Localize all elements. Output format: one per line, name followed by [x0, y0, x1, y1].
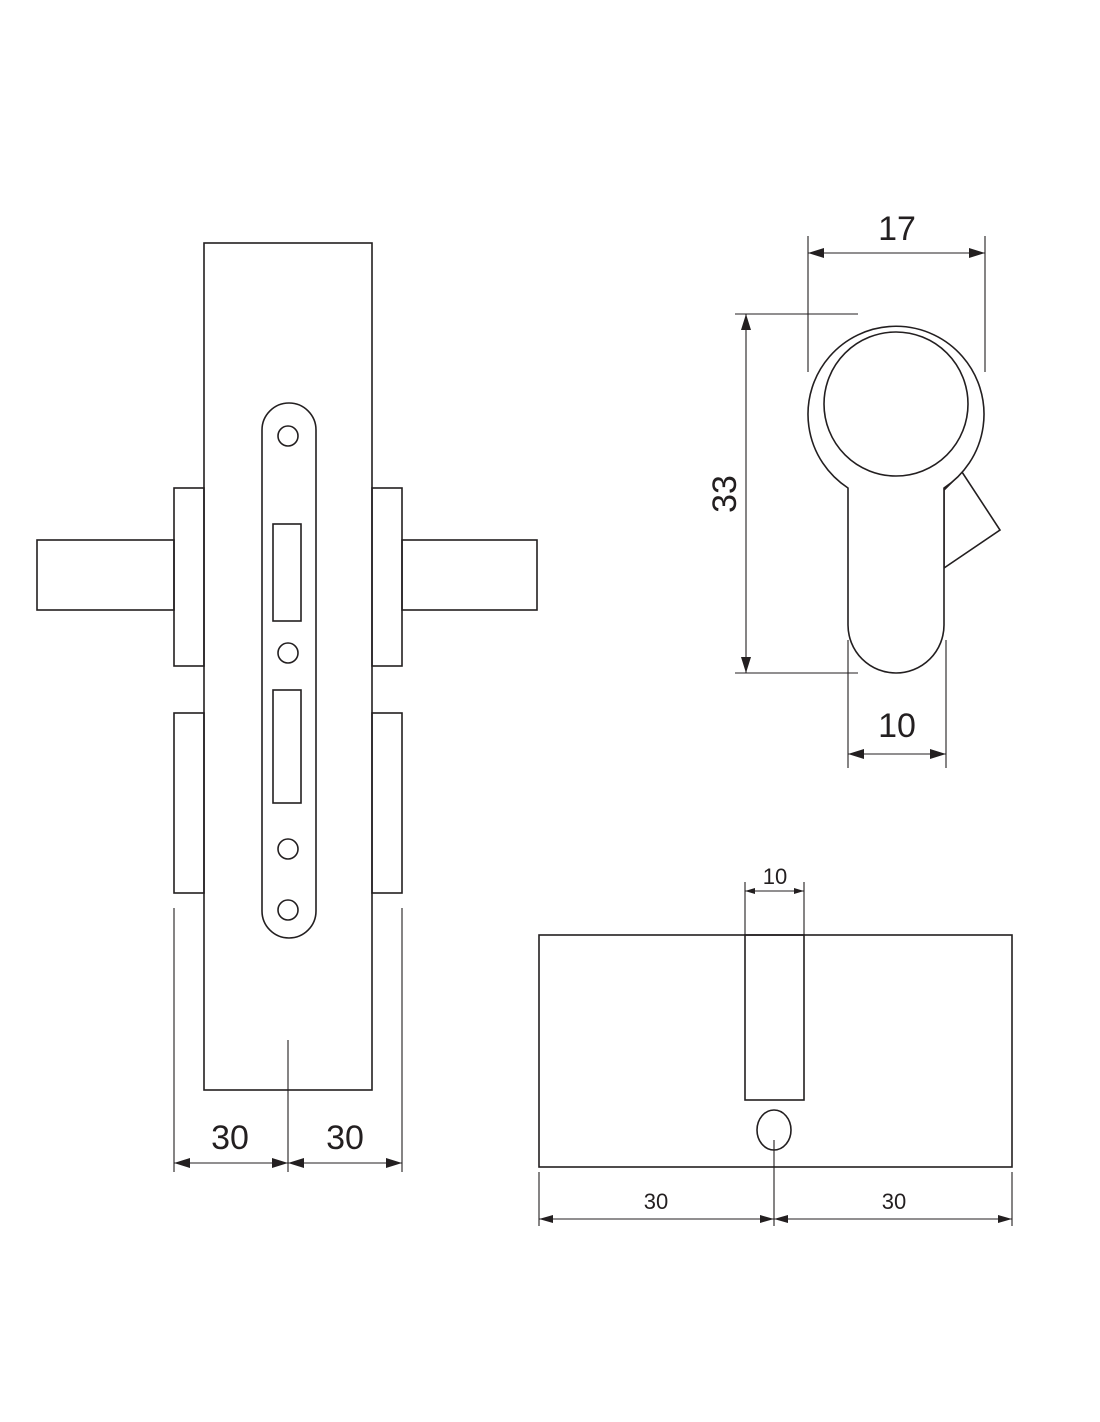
profile-width-dimension: 17 [807, 210, 986, 372]
profile-height-label: 33 [706, 475, 744, 513]
faceplate-bottom-screw-hole [277, 899, 299, 921]
cylinder-cam-dimension: 10 [744, 864, 805, 935]
faceplate-top-screw-hole [277, 425, 299, 447]
lock-width-dimension: 30 30 [173, 908, 403, 1172]
cylinder-length-dimension: 30 30 [538, 1140, 1013, 1226]
right-spindle [401, 539, 538, 611]
faceplate-middle-screw-hole [277, 642, 299, 664]
bolt-opening [272, 689, 302, 804]
profile-bottom-label: 10 [878, 707, 916, 745]
cylinder-cam [943, 470, 1002, 570]
faceplate-lower-screw-hole [277, 838, 299, 860]
profile-width-label: 17 [878, 210, 916, 248]
left-spindle [36, 539, 175, 611]
cylinder-dim-right-label: 30 [882, 1189, 906, 1214]
mortise-lock-view: 30 30 [36, 242, 538, 1172]
cylinder-profile-view: 17 33 10 [706, 210, 1002, 768]
right-upper-side-plate [371, 487, 403, 667]
cylinder-side-view: 10 30 30 [538, 864, 1013, 1226]
lock-body [203, 242, 373, 1091]
cylinder-cam-label: 10 [763, 864, 787, 889]
left-upper-side-plate [173, 487, 205, 667]
cylinder-profile-outline [807, 325, 985, 674]
right-lower-side-plate [371, 712, 403, 894]
cylinder-dim-left-label: 30 [644, 1189, 668, 1214]
lock-dim-right-label: 30 [326, 1119, 364, 1157]
latch-opening [272, 523, 302, 622]
left-lower-side-plate [173, 712, 205, 894]
faceplate [261, 402, 317, 939]
profile-bottom-dimension: 10 [847, 640, 947, 768]
cylinder-cam-slot [744, 934, 805, 1101]
profile-inner-circle [823, 331, 969, 477]
cylinder-body [538, 934, 1013, 1168]
profile-height-dimension: 33 [706, 313, 858, 674]
lock-dim-left-label: 30 [211, 1119, 249, 1157]
